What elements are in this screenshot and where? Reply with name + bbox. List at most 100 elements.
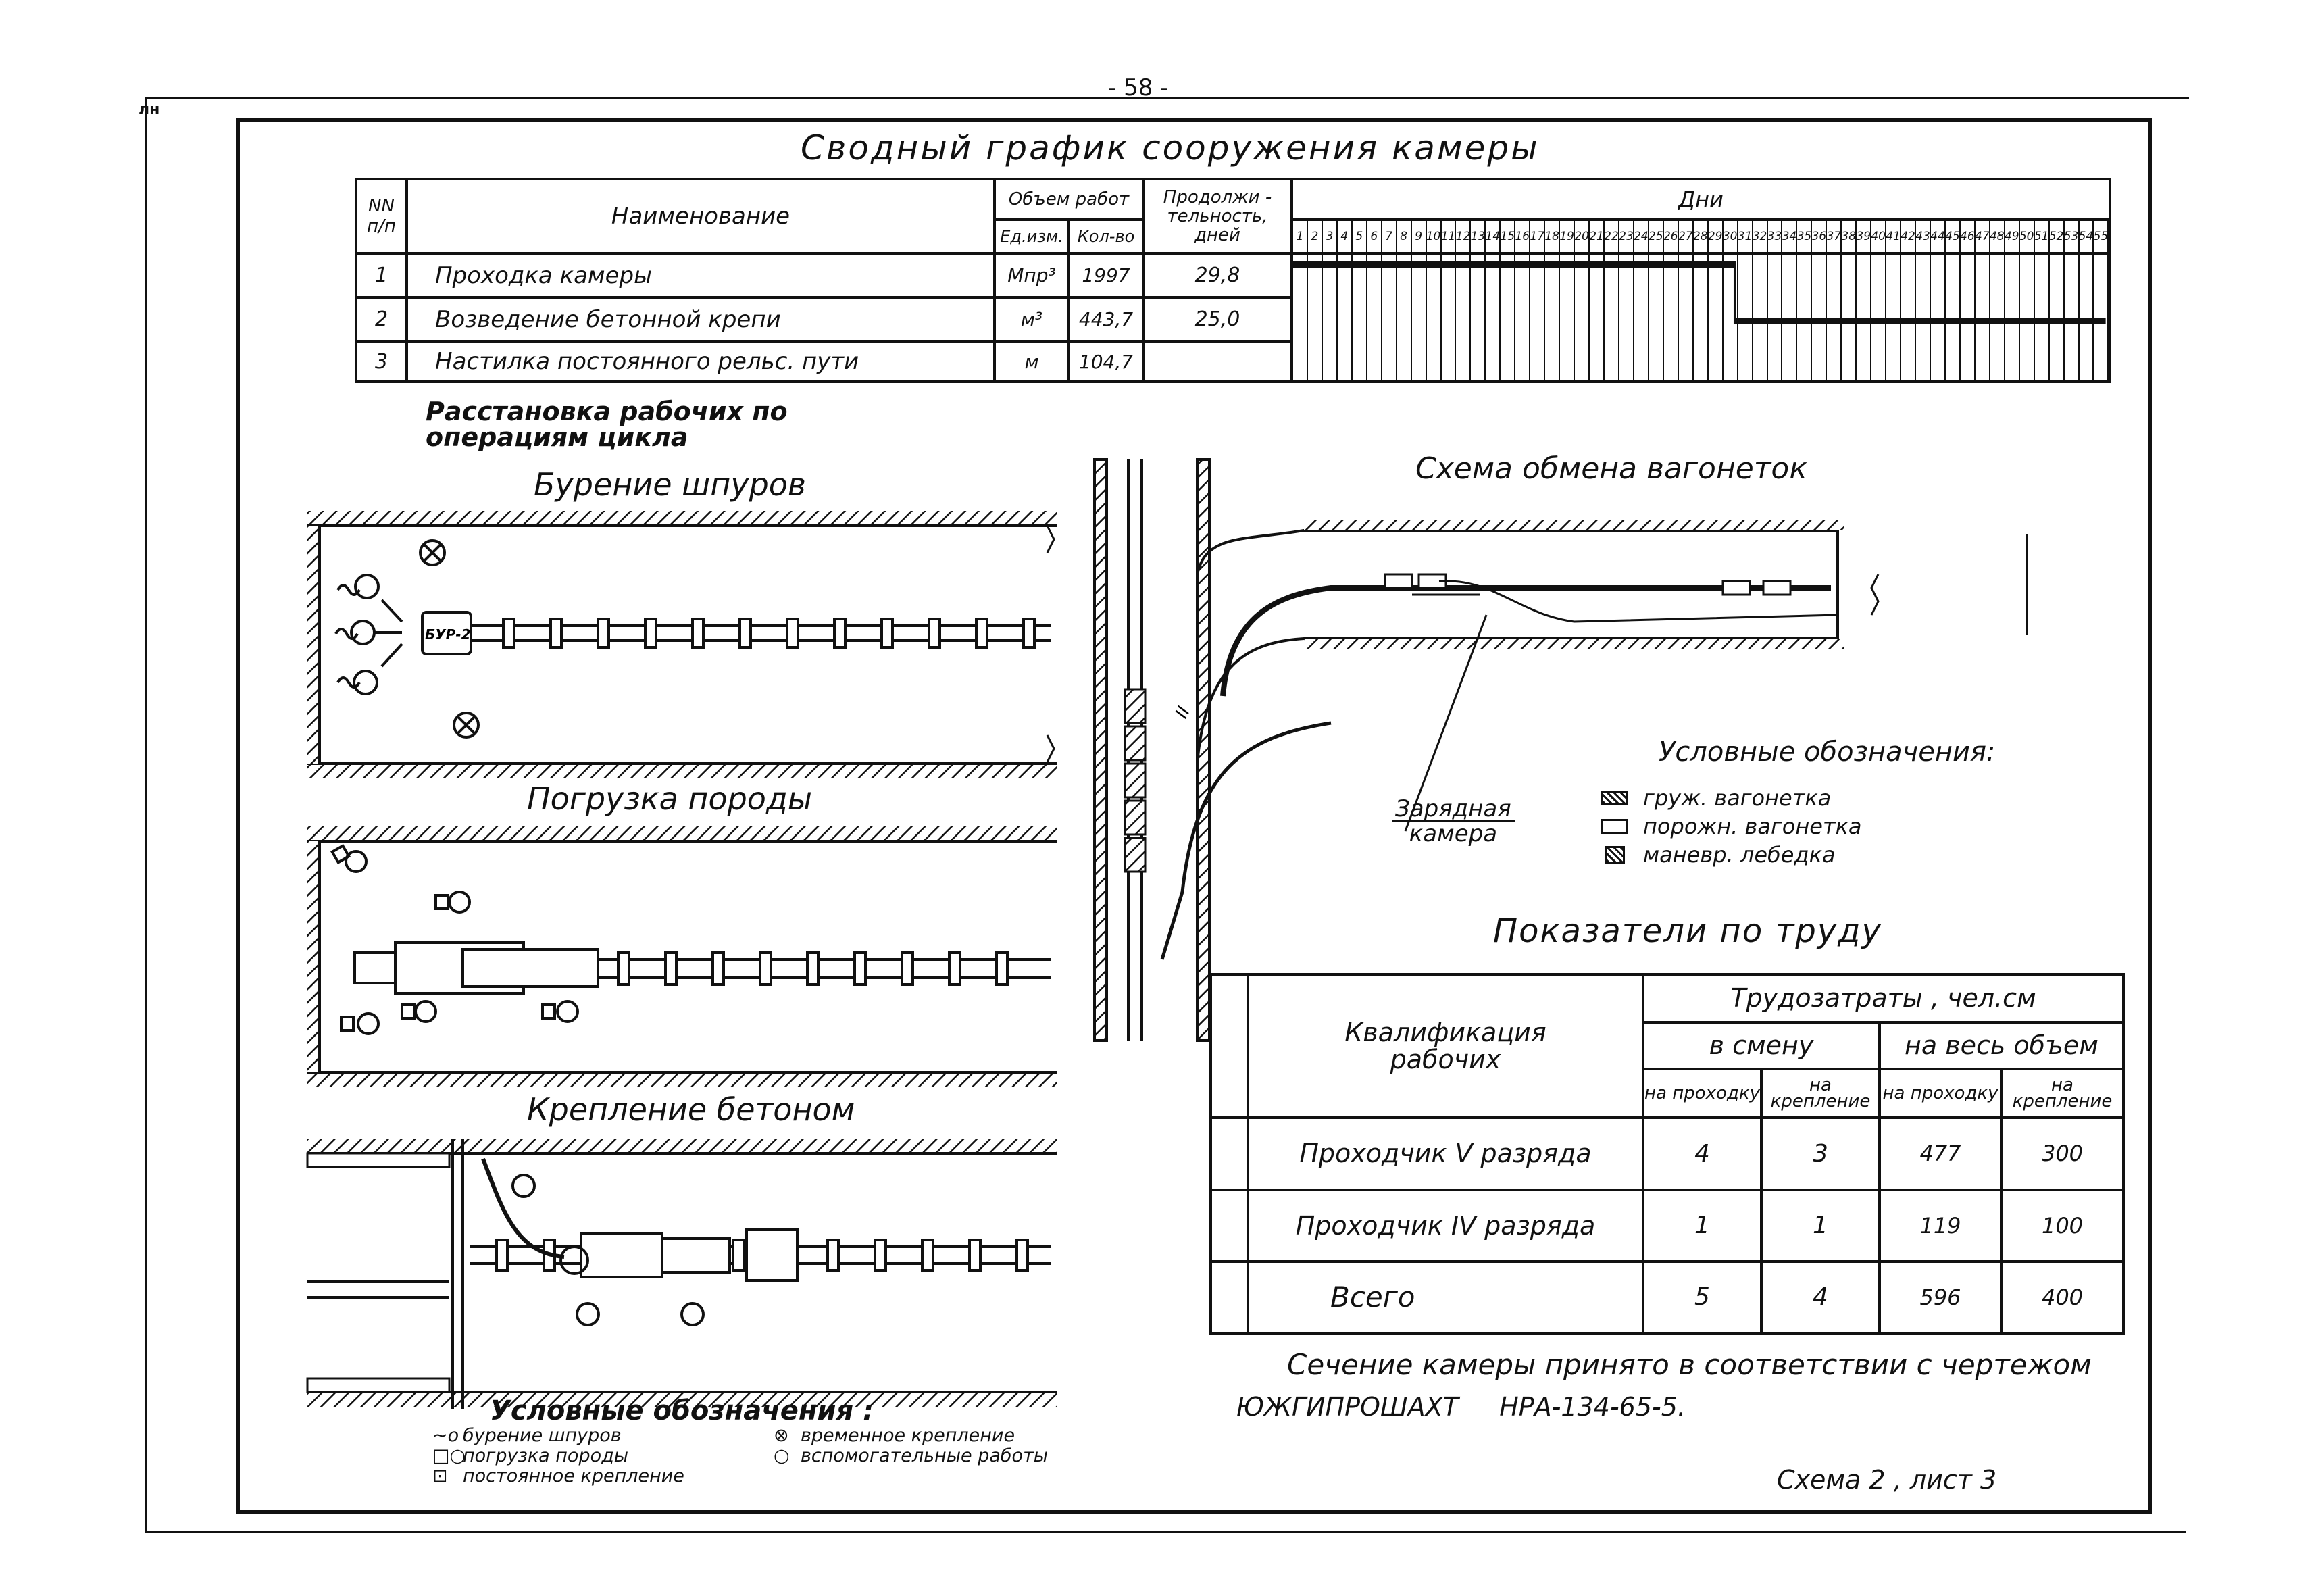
day-cell: 22 [1605,221,1619,252]
row-duration: 25,0 [1142,296,1293,343]
day-cell: 19 [1560,221,1576,252]
labor-value: 300 [2000,1116,2125,1191]
day-column [1293,255,1308,380]
day-column [1515,255,1531,380]
day-cell: 48 [1990,221,2005,252]
legend-item: ○вспомогательные работы [774,1446,1048,1466]
day-cell: 46 [1961,221,1976,252]
rail-sleeper [495,1239,509,1272]
rail-sleeper [732,1239,745,1272]
rail-sleeper [901,951,914,986]
day-cell: 25 [1649,221,1664,252]
winch-icon [1605,846,1625,864]
loading-machine [353,941,599,995]
concrete-lining [306,1152,451,1168]
day-cell: 23 [1619,221,1634,252]
sub-col: на крепление [1760,1067,1881,1120]
exchange-title: Схема обмена вагонеток [1415,451,1807,486]
legend-label: бурение шпуров [463,1425,622,1446]
rail-sleeper [880,618,894,649]
labor-value: 1 [1760,1188,1881,1263]
day-cell: 41 [1886,221,1902,252]
rail-sleeper [826,1239,840,1272]
day-column [1367,255,1382,380]
col-total: на весь объем [1878,1020,2125,1070]
rail-sleeper [1015,1239,1029,1272]
legend-label: постоянное крепление [463,1466,684,1487]
legend-label: вспомогательные работы [801,1445,1049,1466]
day-column [1486,255,1501,380]
day-cell: 7 [1382,221,1397,252]
day-cell: 31 [1738,221,1753,252]
labor-value: 3 [1760,1116,1881,1191]
schedule-row: 3 Настилка постоянного рельс. пути м 104… [355,340,2110,383]
day-column [1664,255,1679,380]
row-name: Возведение бетонной крепи [405,296,996,343]
row-name: Проходка камеры [405,252,996,299]
day-cell: 27 [1679,221,1694,252]
placement-heading-text: Расстановка рабочих по операциям цикла [426,397,788,452]
day-cell: 55 [2094,221,2109,252]
row-qty: 104,7 [1067,340,1145,383]
row-duration: 29,8 [1142,252,1293,299]
bottom-legend-title: Условные обозначения : [490,1395,874,1426]
day-column [1605,255,1619,380]
day-cell: 3 [1323,221,1338,252]
rail-sleeper [691,618,705,649]
day-cell: 9 [1412,221,1427,252]
temporary-support-icon [419,539,446,566]
page-number: - 58 - [1108,74,1169,101]
rail-sleeper [833,618,847,649]
rail-sleeper [738,618,752,649]
labor-value: 400 [2000,1260,2125,1335]
concreting-title: Крепление бетоном [527,1091,855,1128]
day-column [1545,255,1561,380]
labor-title: Показатели по труду [1493,912,1882,950]
legend-label: маневр. лебедка [1643,842,1836,868]
day-column [1530,255,1546,380]
bottom-legend-right: ⊗временное крепление ○вспомогательные ра… [774,1426,1048,1466]
legend-label: временное крепление [801,1425,1015,1446]
rail-sleeper [874,1239,887,1272]
labor-table: Квалификация рабочих Трудозатраты , чел.… [1209,972,2125,1335]
day-column [1382,255,1397,380]
day-column [1427,255,1442,380]
col-unit: Ед.изм. [993,218,1070,255]
rail-sleeper [921,1239,934,1272]
rail-sleeper [664,951,678,986]
marker-cell [1209,1260,1249,1335]
row-unit: м³ [993,296,1070,343]
day-cell: 34 [1782,221,1798,252]
marker-cell [1209,1116,1249,1191]
day-cell: 29 [1709,221,1724,252]
day-cell: 16 [1515,221,1531,252]
col-nn: NN п/п [355,178,408,255]
day-cell: 15 [1501,221,1516,252]
exchange-diagram: II [1093,458,2028,1042]
legend-item: ⊡постоянное крепление [432,1466,684,1487]
col-qty: Кол-во [1067,218,1145,255]
exchange-legend: груж. вагонетка порожн. вагонетка маневр… [1601,784,1862,869]
legend-item: маневр. лебедка [1601,841,1862,869]
labor-row-name: Проходчик IV разряда [1247,1188,1644,1263]
day-column [1338,255,1353,380]
gantt-bar [1734,318,2106,324]
day-column [1709,255,1724,380]
day-cell: 4 [1338,221,1353,252]
legend-item: ⊗временное крепление [774,1426,1048,1446]
day-cell: 53 [2065,221,2080,252]
charging-chamber-line1: Зарядная [1392,797,1515,822]
sub-col: на проходку [1878,1067,2003,1120]
day-cell: 13 [1471,221,1486,252]
day-cell: 20 [1575,221,1590,252]
row-duration [1142,340,1293,383]
rail-sleeper [502,618,515,649]
labor-value: 596 [1878,1260,2003,1335]
col-volume: Объем работ [993,178,1145,221]
legend-item: груж. вагонетка [1601,784,1862,812]
day-cell: 36 [1812,221,1828,252]
labor-row-name: Проходчик V разряда [1247,1116,1644,1191]
labor-row-name: Всего [1247,1260,1644,1335]
page-title: Сводный график сооружения камеры [801,128,1540,168]
